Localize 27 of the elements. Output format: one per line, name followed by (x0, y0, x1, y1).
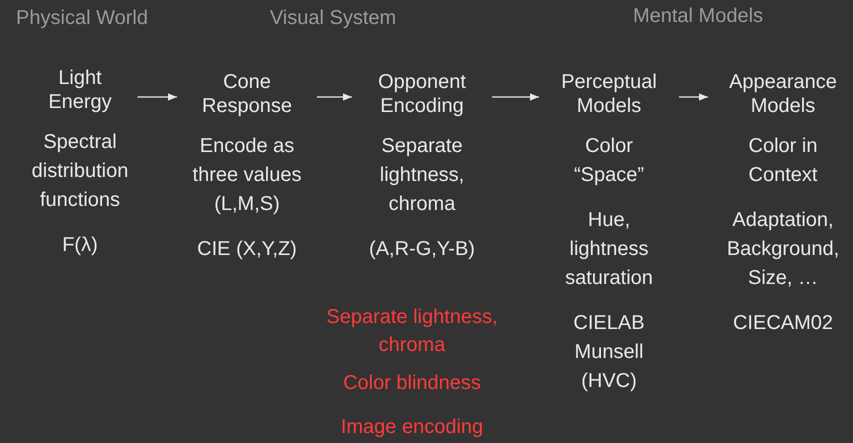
stage-heading: Opponent Encoding (362, 70, 482, 118)
section-heading: Physical World (16, 6, 148, 30)
application-note: Color blindness (343, 371, 481, 395)
stage-note: Hue, lightness saturation (564, 208, 654, 291)
stage-note: Color “Space” (572, 134, 646, 188)
stage-note: Encode as three values (L,M,S) (192, 134, 302, 217)
stage-note: F(λ) (62, 233, 98, 258)
stage-note: CIELAB Munsell (HVC) (572, 311, 646, 394)
section-heading: Mental Models (632, 4, 764, 28)
stage-note: CIE (X,Y,Z) (197, 237, 297, 262)
application-note: Separate lightness, chroma (325, 305, 499, 358)
application-note: Image encoding (340, 415, 484, 439)
arrow (138, 93, 177, 101)
stage-heading: Appearance Models (718, 70, 848, 118)
section-heading: Visual System (270, 6, 396, 30)
stage-note: Separate lightness, chroma (378, 134, 466, 217)
arrow (317, 93, 352, 101)
stage-heading: Light Energy (32, 66, 128, 114)
stage-heading: Cone Response (187, 70, 307, 118)
stage-heading: Perceptual Models (549, 70, 669, 118)
arrow (492, 93, 539, 101)
arrow (679, 93, 708, 101)
stage-note: (A,R-G,Y-B) (369, 237, 475, 262)
stage-note: CIECAM02 (732, 311, 834, 336)
stage-note: Spectral distribution functions (30, 130, 130, 213)
stage-note: Color in Context (748, 134, 818, 188)
stage-note: Adaptation, Background, Size, … (726, 208, 840, 291)
